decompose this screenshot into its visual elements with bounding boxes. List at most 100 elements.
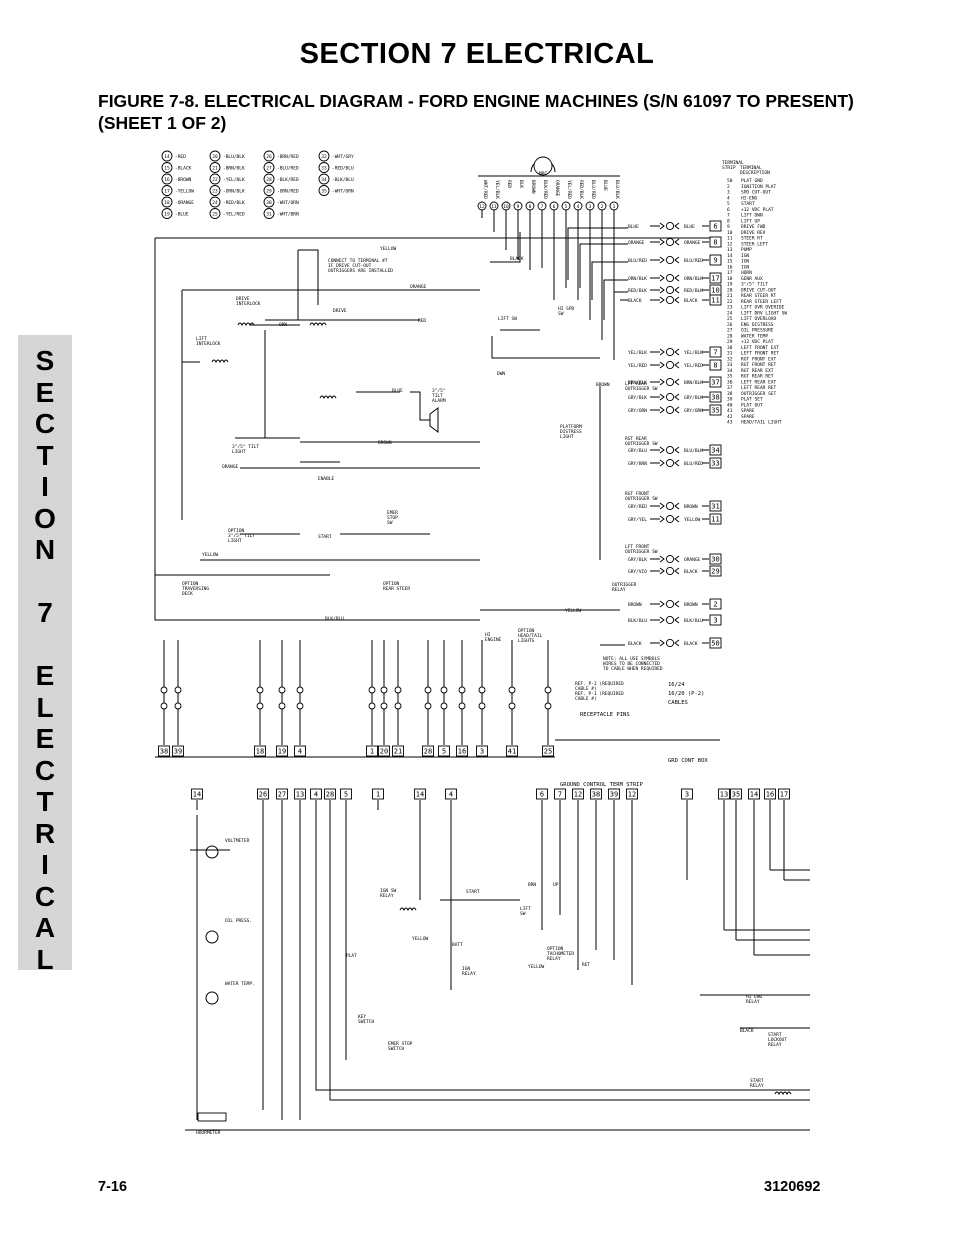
connector-circle bbox=[278, 702, 286, 710]
terminal-box bbox=[590, 788, 602, 800]
mpc-pin-number: 2 bbox=[601, 204, 604, 210]
terminal-box bbox=[748, 788, 760, 800]
legend-color: -BRN/RED bbox=[277, 154, 299, 160]
connector-arrow-icon bbox=[674, 256, 680, 264]
legend-number-circle bbox=[318, 150, 330, 162]
wire-label: BLUE bbox=[392, 388, 403, 394]
connector-arrow-icon bbox=[659, 378, 665, 386]
terminal-desc-number: 50 bbox=[727, 178, 733, 184]
legend-number: 23 bbox=[212, 189, 218, 195]
connector-arrow-icon bbox=[674, 274, 680, 282]
water-temp-label: WATER TEMP. bbox=[225, 981, 255, 987]
connector-circle bbox=[160, 702, 168, 710]
connector-circle bbox=[424, 702, 432, 710]
legend-color: -WHT/GRY bbox=[332, 154, 354, 160]
connector-arrow-icon bbox=[674, 348, 680, 356]
terminal-number: 25 bbox=[544, 748, 552, 756]
relay-coil-icon bbox=[211, 359, 229, 364]
terminal-box bbox=[709, 376, 722, 388]
terminal-desc-text: LEFT REAR EXT bbox=[741, 379, 777, 385]
terminal-box bbox=[764, 788, 776, 800]
connector-arrow-icon bbox=[659, 274, 665, 282]
alarm-icon bbox=[429, 407, 439, 433]
connector-out-label: YEL/RED bbox=[684, 363, 703, 369]
connector-circle bbox=[665, 392, 675, 402]
terminal-number: 50 bbox=[711, 640, 719, 648]
connector-circle bbox=[665, 458, 675, 468]
terminal-number: 39 bbox=[174, 748, 182, 756]
terminal-box bbox=[709, 598, 722, 610]
legend-number-circle bbox=[318, 173, 330, 185]
terminal-number: 9 bbox=[713, 257, 717, 265]
terminal-number: 14 bbox=[193, 791, 201, 799]
legend-number-circle bbox=[161, 162, 173, 173]
terminal-number: 17 bbox=[780, 791, 788, 799]
wire bbox=[154, 238, 345, 621]
wire bbox=[298, 249, 319, 305]
terminal-desc-text: RGT REAR RET bbox=[741, 374, 774, 380]
oil-press-label: OIL PRESS. bbox=[225, 918, 252, 924]
terminal-box bbox=[276, 745, 288, 757]
distress-light-label: PLATFORM bbox=[560, 424, 582, 430]
legend-number-circle bbox=[209, 173, 221, 185]
terminal-number: 38 bbox=[711, 394, 719, 402]
side-tab-letter: I bbox=[41, 471, 49, 502]
terminal-desc-text: PLAT GND bbox=[741, 178, 763, 184]
outrigger-sw-label: OUTRIGGER SW bbox=[625, 549, 658, 555]
legend-number: 33 bbox=[321, 166, 327, 172]
option-tilt-light-label: OPTION bbox=[228, 528, 245, 534]
connector-wire-label: ORANGE bbox=[628, 240, 645, 246]
terminal-desc-number: 31 bbox=[727, 351, 733, 357]
legend-color: -BROWN bbox=[175, 177, 192, 183]
connector-circle bbox=[544, 686, 552, 694]
mpc-pin-number: 11 bbox=[491, 204, 497, 210]
terminal-number: 41 bbox=[508, 748, 516, 756]
connector-circle bbox=[368, 686, 376, 694]
hi-spd-switch-label: HI SPD bbox=[558, 306, 575, 312]
connector-circle bbox=[508, 686, 516, 694]
relay-coil-icon bbox=[319, 395, 337, 400]
outrigger-sw-label: RGT FRONT bbox=[625, 491, 650, 497]
terminal-number: 27 bbox=[278, 791, 286, 799]
voltmeter-label: VOLTMETER bbox=[225, 838, 250, 844]
terminal-desc-text: OIL PRESSURE bbox=[741, 328, 774, 334]
head-tail-label: LIGHTS bbox=[518, 638, 535, 644]
lift-interlock-label: LIFT bbox=[196, 336, 207, 342]
terminal-number: 8 bbox=[713, 239, 717, 247]
wire bbox=[567, 227, 628, 280]
legend-number: 18 bbox=[164, 200, 170, 206]
terminal-box bbox=[445, 788, 457, 800]
connector-circle bbox=[394, 686, 402, 694]
ground-control-term-strip-label: GROUND CONTROL TERM STRIP bbox=[560, 782, 643, 788]
legend-color: -RED/BLU bbox=[332, 166, 354, 172]
traversing-deck-label: TRAVERSING bbox=[182, 586, 209, 592]
wire-label: BLACK bbox=[740, 1028, 754, 1034]
terminal-desc-number: 34 bbox=[727, 368, 733, 374]
hi-engine-label: HI bbox=[485, 632, 491, 638]
terminal-desc-number: 37 bbox=[727, 385, 733, 391]
connector-arrow-icon bbox=[674, 361, 680, 369]
ign-relay-label: IGN bbox=[462, 966, 470, 972]
legend-color: -WHT/ORN bbox=[332, 189, 354, 195]
distress-light-label: LIGHT bbox=[560, 434, 574, 440]
terminal-desc-number: 12 bbox=[727, 241, 733, 247]
terminal-desc-number: 33 bbox=[727, 362, 733, 368]
terminal-desc-number: 29 bbox=[727, 339, 733, 345]
connector-wire-label: BROWN bbox=[628, 602, 642, 608]
connector-arrow-icon bbox=[659, 286, 665, 294]
terminal-desc-text: RGT REAR EXT bbox=[741, 368, 774, 374]
connector-circle bbox=[174, 702, 182, 710]
relay-coil-icon bbox=[774, 1091, 792, 1096]
connector-arrow-icon bbox=[674, 296, 680, 304]
legend-number: 26 bbox=[266, 154, 272, 160]
connector-circle bbox=[458, 702, 466, 710]
legend-number: 16 bbox=[164, 177, 170, 183]
connector-circle bbox=[368, 702, 376, 710]
tachometer-relay-label: OPTION bbox=[547, 946, 564, 952]
terminal-box bbox=[276, 788, 288, 800]
connector-wire-label: GRY/YEL bbox=[628, 517, 647, 523]
terminal-desc-text: SPARE bbox=[741, 408, 755, 414]
legend-number: 17 bbox=[164, 189, 170, 195]
connector-arrow-icon bbox=[674, 238, 680, 246]
